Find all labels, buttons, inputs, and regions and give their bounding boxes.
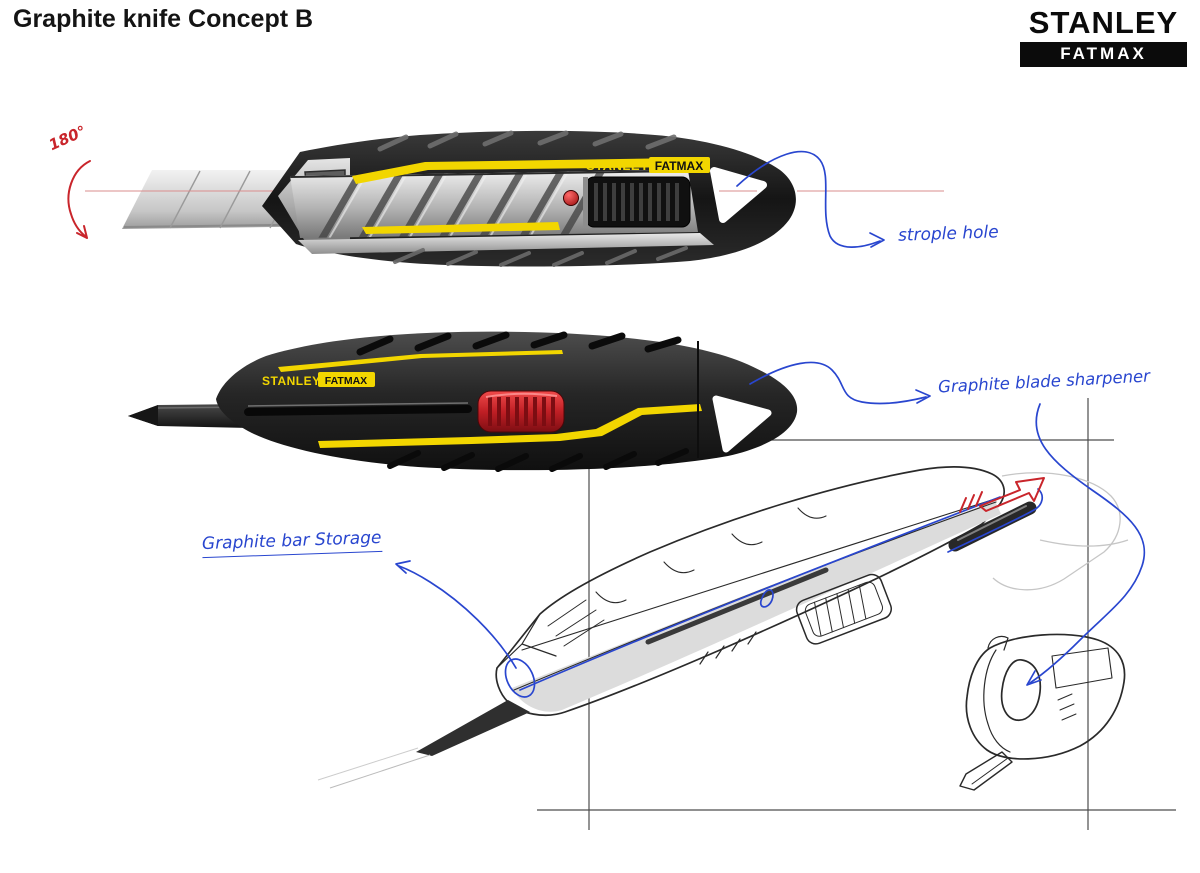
sharpener-to-cap-curve [1026,403,1146,686]
yellow-stripe-top [352,158,688,184]
strop-hole-cutout [710,167,767,223]
top-grip-ribs [377,130,677,152]
rod-slot [244,405,472,416]
knife-brand-stanley: STANLEY [262,374,321,388]
yellow-stripe-bottom [362,222,560,234]
ghost-cap-outline [992,472,1129,591]
bottom-grip-ribs [387,448,689,472]
sketch-needle [416,700,530,756]
sharpener-cap-sketch [959,633,1126,791]
annotation-arrows [67,150,1146,686]
knife-brand-stanley: STANLEY [586,158,649,173]
sketch-facet [512,501,1001,712]
slide-out-arrow [959,477,1045,513]
cap-foot [959,751,1013,791]
brand-logo-fatmax: FATMAX [1020,41,1187,67]
top-view-render: STANLEY FATMAX [85,130,944,267]
sharpener-hole [1000,659,1042,721]
perspective-sketch [317,466,1129,791]
knife-brand-fatmax-box [649,157,710,173]
top-grip-ribs [356,331,682,356]
strop-hole-annotation: strople hole [897,222,999,246]
red-button [563,190,579,206]
storage-highlight-line [504,488,1044,698]
yellow-pinstripe [278,350,563,372]
sketch-slider [795,573,893,645]
construction-lines [537,398,1176,830]
sketch-rod [948,501,1037,552]
sharpener-arrow [749,361,931,405]
brand-logo-stanley: STANLEY [1028,5,1179,40]
strop-hole-cutout [712,395,772,453]
blade-pusher [583,176,691,228]
bottom-grip-ribs [393,246,688,267]
knife-brand-fatmax: FATMAX [655,159,703,173]
knife-brand-fatmax-box [318,372,375,387]
strop-hole-arrow [736,150,885,248]
yellow-stripe-z [318,404,702,448]
red-slider [477,390,565,433]
rotation-arrow [67,160,91,239]
storage-arrow [395,560,517,669]
brand-logo: STANLEY FATMAX [1020,5,1187,67]
sketch-slot [645,567,829,645]
page-title: Graphite knife Concept B [13,5,314,33]
knife-brand-fatmax: FATMAX [325,375,367,387]
bottom-view-render: STANLEY FATMAX [128,331,798,472]
